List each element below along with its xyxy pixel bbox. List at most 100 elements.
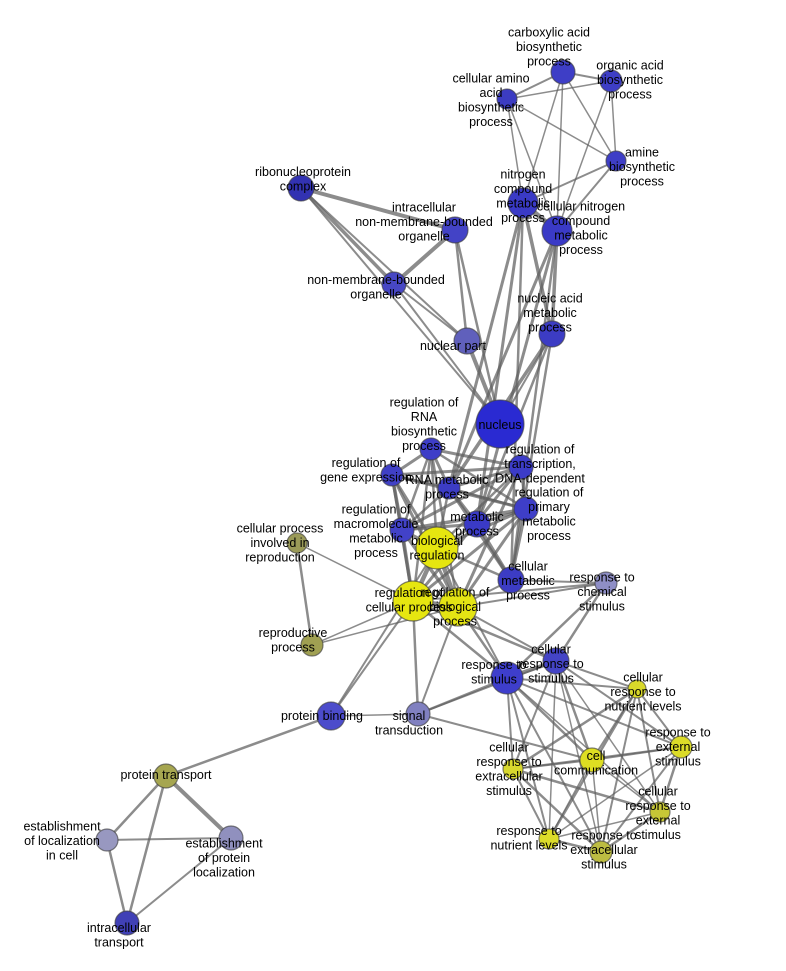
- node-regulation-primary-metabolic[interactable]: [513, 496, 539, 522]
- edge-response-chemical-stimulus--response-stimulus: [505, 581, 608, 680]
- node-regulation-biological-process[interactable]: [438, 587, 478, 627]
- node-cellular-process-reproduction[interactable]: [286, 532, 308, 554]
- node-ribonucleoprotein-complex[interactable]: [287, 174, 315, 202]
- node-organic-acid-biosynthetic[interactable]: [599, 69, 623, 93]
- node-cellular-response-stimulus[interactable]: [542, 647, 570, 675]
- edge-reproductive-process--regulation-biological-process: [311, 606, 459, 646]
- edge-organic-acid-biosynthetic--cellular-nitrogen-compound-metabolic: [556, 80, 612, 232]
- edge-non-membrane-organelle--nucleus: [393, 283, 501, 425]
- edges-layer: [105, 71, 683, 925]
- node-nitrogen-compound-metabolic[interactable]: [507, 187, 539, 219]
- node-non-membrane-organelle[interactable]: [381, 271, 407, 297]
- edge-protein-transport--intracellular-transport: [125, 774, 168, 925]
- node-regulation-macromolecule-metabolic[interactable]: [389, 517, 415, 543]
- edge-cellular-response-extracellular--cellular-response-external: [511, 767, 662, 814]
- node-cellular-response-external[interactable]: [649, 801, 671, 823]
- edge-cellular-response-nutrient-levels--cellular-response-extracellular: [511, 687, 639, 771]
- edge-cellular-amino-acid-biosynthetic--cellular-nitrogen-compound-metabolic: [506, 98, 558, 232]
- edge-regulation-rna-biosynthetic--regulation-macromolecule-metabolic: [400, 447, 433, 532]
- edge-intracellular-non-membrane-organelle--nuclear-part: [453, 228, 469, 343]
- node-cellular-amino-acid-biosynthetic[interactable]: [496, 88, 518, 110]
- node-response-chemical-stimulus[interactable]: [594, 571, 618, 595]
- node-response-external-stimulus[interactable]: [669, 735, 693, 759]
- nodes-layer: [95, 59, 693, 936]
- edge-regulation-primary-metabolic--regulation-biological-process: [456, 507, 528, 609]
- node-response-nutrient-levels[interactable]: [538, 828, 560, 850]
- edge-regulation-primary-metabolic--regulation-macromolecule-metabolic: [400, 507, 528, 532]
- node-regulation-cellular-process[interactable]: [392, 580, 434, 622]
- edge-cellular-response-stimulus--cellular-response-nutrient-levels: [555, 660, 638, 690]
- node-cellular-response-nutrient-levels[interactable]: [627, 679, 647, 699]
- node-regulation-rna-biosynthetic[interactable]: [419, 437, 443, 461]
- edge-organic-acid-biosynthetic--amine-biosynthetic: [610, 80, 617, 162]
- node-metabolic-process[interactable]: [463, 510, 491, 538]
- node-cellular-nitrogen-compound-metabolic[interactable]: [541, 215, 573, 247]
- edge-protein-binding--protein-transport: [164, 714, 333, 778]
- edge-ribonucleoprotein-complex--nucleus: [300, 187, 501, 425]
- edge-regulation-transcription-dna--regulation-gene-expression: [390, 465, 523, 477]
- edge-rna-metabolic--regulation-primary-metabolic: [447, 486, 528, 511]
- node-establishment-protein-localization[interactable]: [218, 825, 244, 851]
- edge-response-stimulus--cell-communication: [505, 676, 594, 762]
- node-regulation-gene-expression[interactable]: [380, 463, 404, 487]
- node-nuclear-part[interactable]: [453, 327, 481, 355]
- node-protein-transport[interactable]: [153, 763, 179, 789]
- edge-cellular-response-nutrient-levels--response-external-stimulus: [636, 688, 682, 748]
- edge-organic-acid-biosynthetic--cellular-amino-acid-biosynthetic: [506, 80, 612, 100]
- edge-carboxylic-acid-biosynthetic--amine-biosynthetic: [562, 71, 617, 162]
- node-reproductive-process[interactable]: [300, 633, 324, 657]
- edge-cellular-nitrogen-compound-metabolic--rna-metabolic: [447, 229, 559, 490]
- edge-cellular-response-stimulus--response-extracellular: [555, 660, 602, 853]
- edge-cellular-nitrogen-compound-metabolic--nucleic-acid-metabolic: [550, 229, 559, 336]
- edge-cellular-response-external--response-nutrient-levels: [548, 811, 661, 840]
- edge-establishment-localization-in-cell--establishment-protein-localization: [106, 837, 232, 841]
- edge-signal-transduction--cell-communication: [417, 713, 593, 761]
- edge-response-chemical-stimulus--cellular-response-stimulus: [554, 581, 608, 663]
- node-intracellular-transport[interactable]: [114, 910, 140, 936]
- node-response-extracellular[interactable]: [589, 840, 613, 864]
- node-cell-communication[interactable]: [579, 747, 605, 773]
- edge-regulation-transcription-dna--regulation-macromolecule-metabolic: [400, 465, 523, 532]
- edge-establishment-localization-in-cell--intracellular-transport: [105, 838, 129, 925]
- edge-ribonucleoprotein-complex--nuclear-part: [300, 187, 468, 342]
- node-intracellular-non-membrane-organelle[interactable]: [441, 216, 469, 244]
- node-biological-regulation[interactable]: [415, 526, 459, 570]
- edge-amine-biosynthetic--nitrogen-compound-metabolic: [522, 160, 617, 204]
- edge-cellular-process-reproduction--regulation-cellular-process: [296, 542, 414, 602]
- node-nucleic-acid-metabolic[interactable]: [538, 320, 566, 348]
- node-protein-binding[interactable]: [316, 701, 346, 731]
- node-amine-biosynthetic[interactable]: [605, 150, 627, 172]
- edge-regulation-rna-biosynthetic--regulation-transcription-dna: [429, 447, 523, 469]
- node-cellular-metabolic[interactable]: [497, 566, 525, 594]
- edge-cellular-response-stimulus--cell-communication: [554, 659, 594, 762]
- edge-response-external-stimulus--response-extracellular: [600, 746, 682, 853]
- node-carboxylic-acid-biosynthetic[interactable]: [550, 59, 576, 85]
- edge-cellular-response-extracellular--response-extracellular: [511, 767, 603, 854]
- edge-cellular-response-extracellular--response-nutrient-levels: [512, 768, 550, 840]
- edge-cellular-response-external--response-extracellular: [599, 810, 662, 854]
- edge-cellular-process-reproduction--reproductive-process: [295, 541, 314, 647]
- edge-response-chemical-stimulus--cellular-metabolic: [510, 579, 607, 584]
- edge-cellular-response-stimulus--cellular-response-extracellular: [512, 660, 557, 770]
- edge-nitrogen-compound-metabolic--cellular-metabolic: [509, 201, 525, 582]
- node-regulation-transcription-dna[interactable]: [508, 454, 534, 480]
- edge-nitrogen-compound-metabolic--rna-metabolic: [447, 201, 525, 490]
- edge-response-stimulus--cellular-response-external: [506, 677, 661, 813]
- edge-non-membrane-organelle--nuclear-part: [393, 283, 468, 342]
- edge-establishment-protein-localization--intracellular-transport: [126, 837, 232, 924]
- node-establishment-localization-in-cell[interactable]: [95, 828, 119, 852]
- edge-response-chemical-stimulus--regulation-biological-process: [457, 582, 607, 608]
- node-rna-metabolic[interactable]: [437, 476, 461, 500]
- edge-protein-binding--biological-regulation: [330, 547, 438, 717]
- edge-protein-transport--establishment-protein-localization: [164, 774, 233, 840]
- node-nucleus[interactable]: [475, 399, 525, 449]
- node-response-stimulus[interactable]: [490, 661, 524, 695]
- node-signal-transduction[interactable]: [405, 701, 431, 727]
- node-cellular-response-extracellular[interactable]: [502, 758, 524, 780]
